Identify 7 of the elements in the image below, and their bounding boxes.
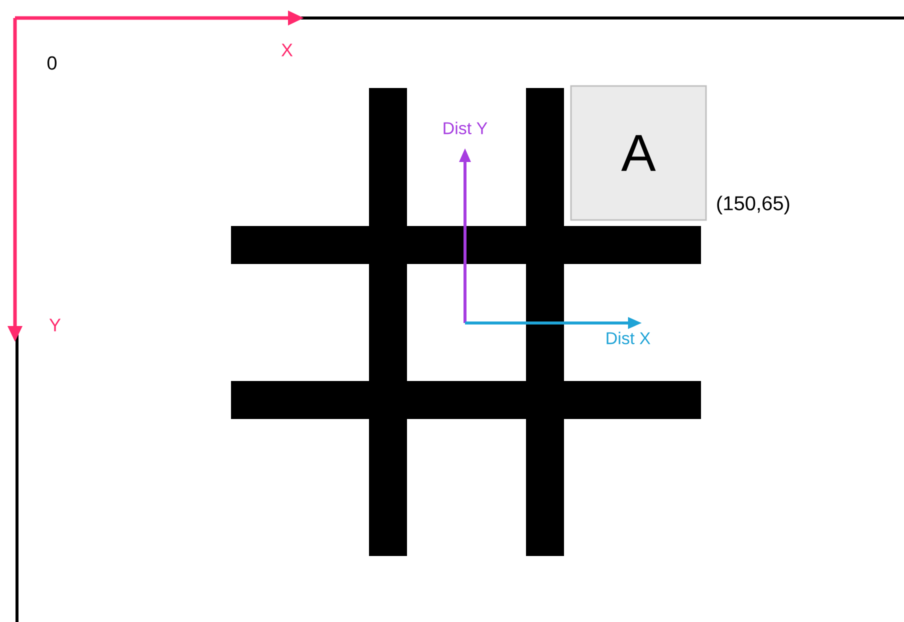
direction-label: Dist Y — [444, 122, 488, 134]
axis-label: Y — [49, 318, 61, 332]
coordinate-label: (150,65) — [717, 196, 790, 214]
direction-label: Dist X — [606, 332, 650, 344]
origin-label: 0 — [47, 56, 57, 70]
axis-label: X — [281, 44, 293, 56]
letter-box: A — [570, 85, 707, 221]
